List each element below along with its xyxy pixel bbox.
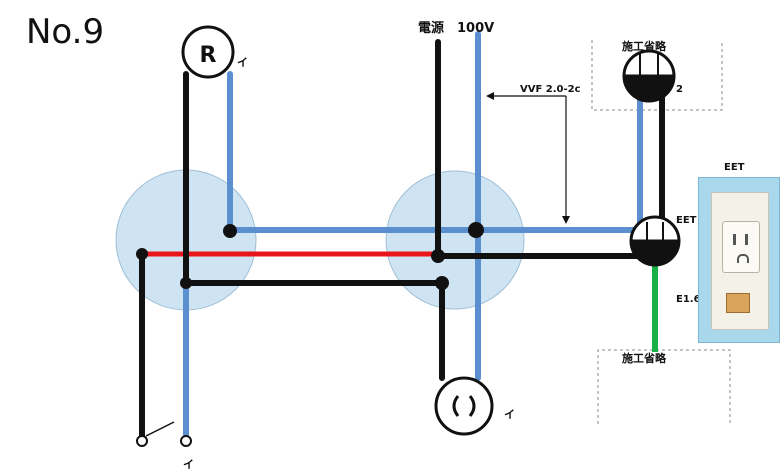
omit-label-top: 施工省略 — [622, 39, 667, 53]
omit-label-bottom: 施工省略 — [622, 351, 667, 365]
connection-dot — [435, 276, 449, 290]
eet-photo-plate — [711, 192, 769, 330]
outlet-slot-right — [468, 395, 476, 417]
lamp-top-symbol — [622, 49, 676, 103]
outlet-symbol — [434, 376, 494, 436]
eet-photo-terminal — [726, 293, 750, 313]
eet-photo-outlet — [722, 221, 760, 273]
cable-pointer — [486, 92, 570, 224]
power-label: 電源 — [418, 20, 444, 36]
diagram-number: No.9 — [26, 12, 105, 52]
lamp-top-number: 2 — [676, 84, 683, 95]
lamp-r-symbol — [181, 25, 235, 79]
switch-letter: イ — [183, 458, 194, 471]
omit-box-bottom — [597, 349, 731, 424]
connection-dot — [223, 224, 237, 238]
white-wires — [183, 31, 643, 441]
outlet-letter: イ — [504, 408, 515, 421]
connection-dot — [180, 277, 192, 289]
connection-dots — [136, 222, 484, 290]
connection-dot — [136, 248, 148, 260]
connection-dot — [431, 249, 445, 263]
lamp-r-label: イ — [237, 56, 248, 69]
white-wire-lamp-r — [227, 71, 643, 233]
switch-terminal-right — [180, 435, 192, 447]
eet-label: EET — [676, 215, 697, 226]
connection-dot — [468, 222, 484, 238]
cable-label: VVF 2.0-2c — [520, 84, 581, 95]
voltage-label: 100V — [457, 21, 494, 36]
omit-box-top — [591, 40, 723, 111]
junction-box-right — [385, 170, 525, 310]
switch-lever — [145, 421, 175, 437]
eet-photo — [698, 177, 780, 343]
ground-label: E1.6 — [676, 294, 701, 305]
lamp-r-letter: R — [200, 43, 217, 68]
eet-photo-label: EET — [724, 162, 745, 173]
switch-terminal-left — [136, 435, 148, 447]
outlet-slot-left — [452, 395, 460, 417]
eet-symbol — [629, 215, 681, 267]
